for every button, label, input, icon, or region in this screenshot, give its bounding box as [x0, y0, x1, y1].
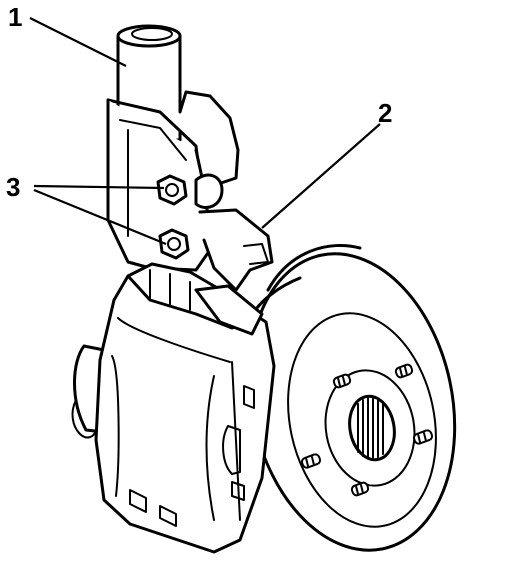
wheel-stud: [332, 373, 352, 389]
caliper-bolt-upper: [156, 174, 188, 206]
leader-line-1: [29, 17, 127, 67]
brake-caliper: [71, 262, 276, 554]
callout-3: 3: [6, 172, 20, 202]
callout-2: 2: [378, 98, 392, 128]
wheel-stud: [350, 481, 370, 497]
wheel-stud: [394, 363, 414, 379]
leader-line-3b: [33, 188, 167, 246]
wheel-stud: [412, 429, 434, 445]
wheel-stud: [300, 453, 322, 469]
leader-lines: [29, 17, 381, 246]
callout-1: 1: [8, 2, 22, 32]
wheel-studs: [300, 363, 434, 497]
hub-spline-center: [348, 394, 396, 462]
leader-line-2: [261, 123, 381, 229]
leader-line-3a: [33, 184, 165, 190]
caliper-bolt-lower: [158, 228, 190, 260]
knuckle-arm: [198, 208, 274, 292]
